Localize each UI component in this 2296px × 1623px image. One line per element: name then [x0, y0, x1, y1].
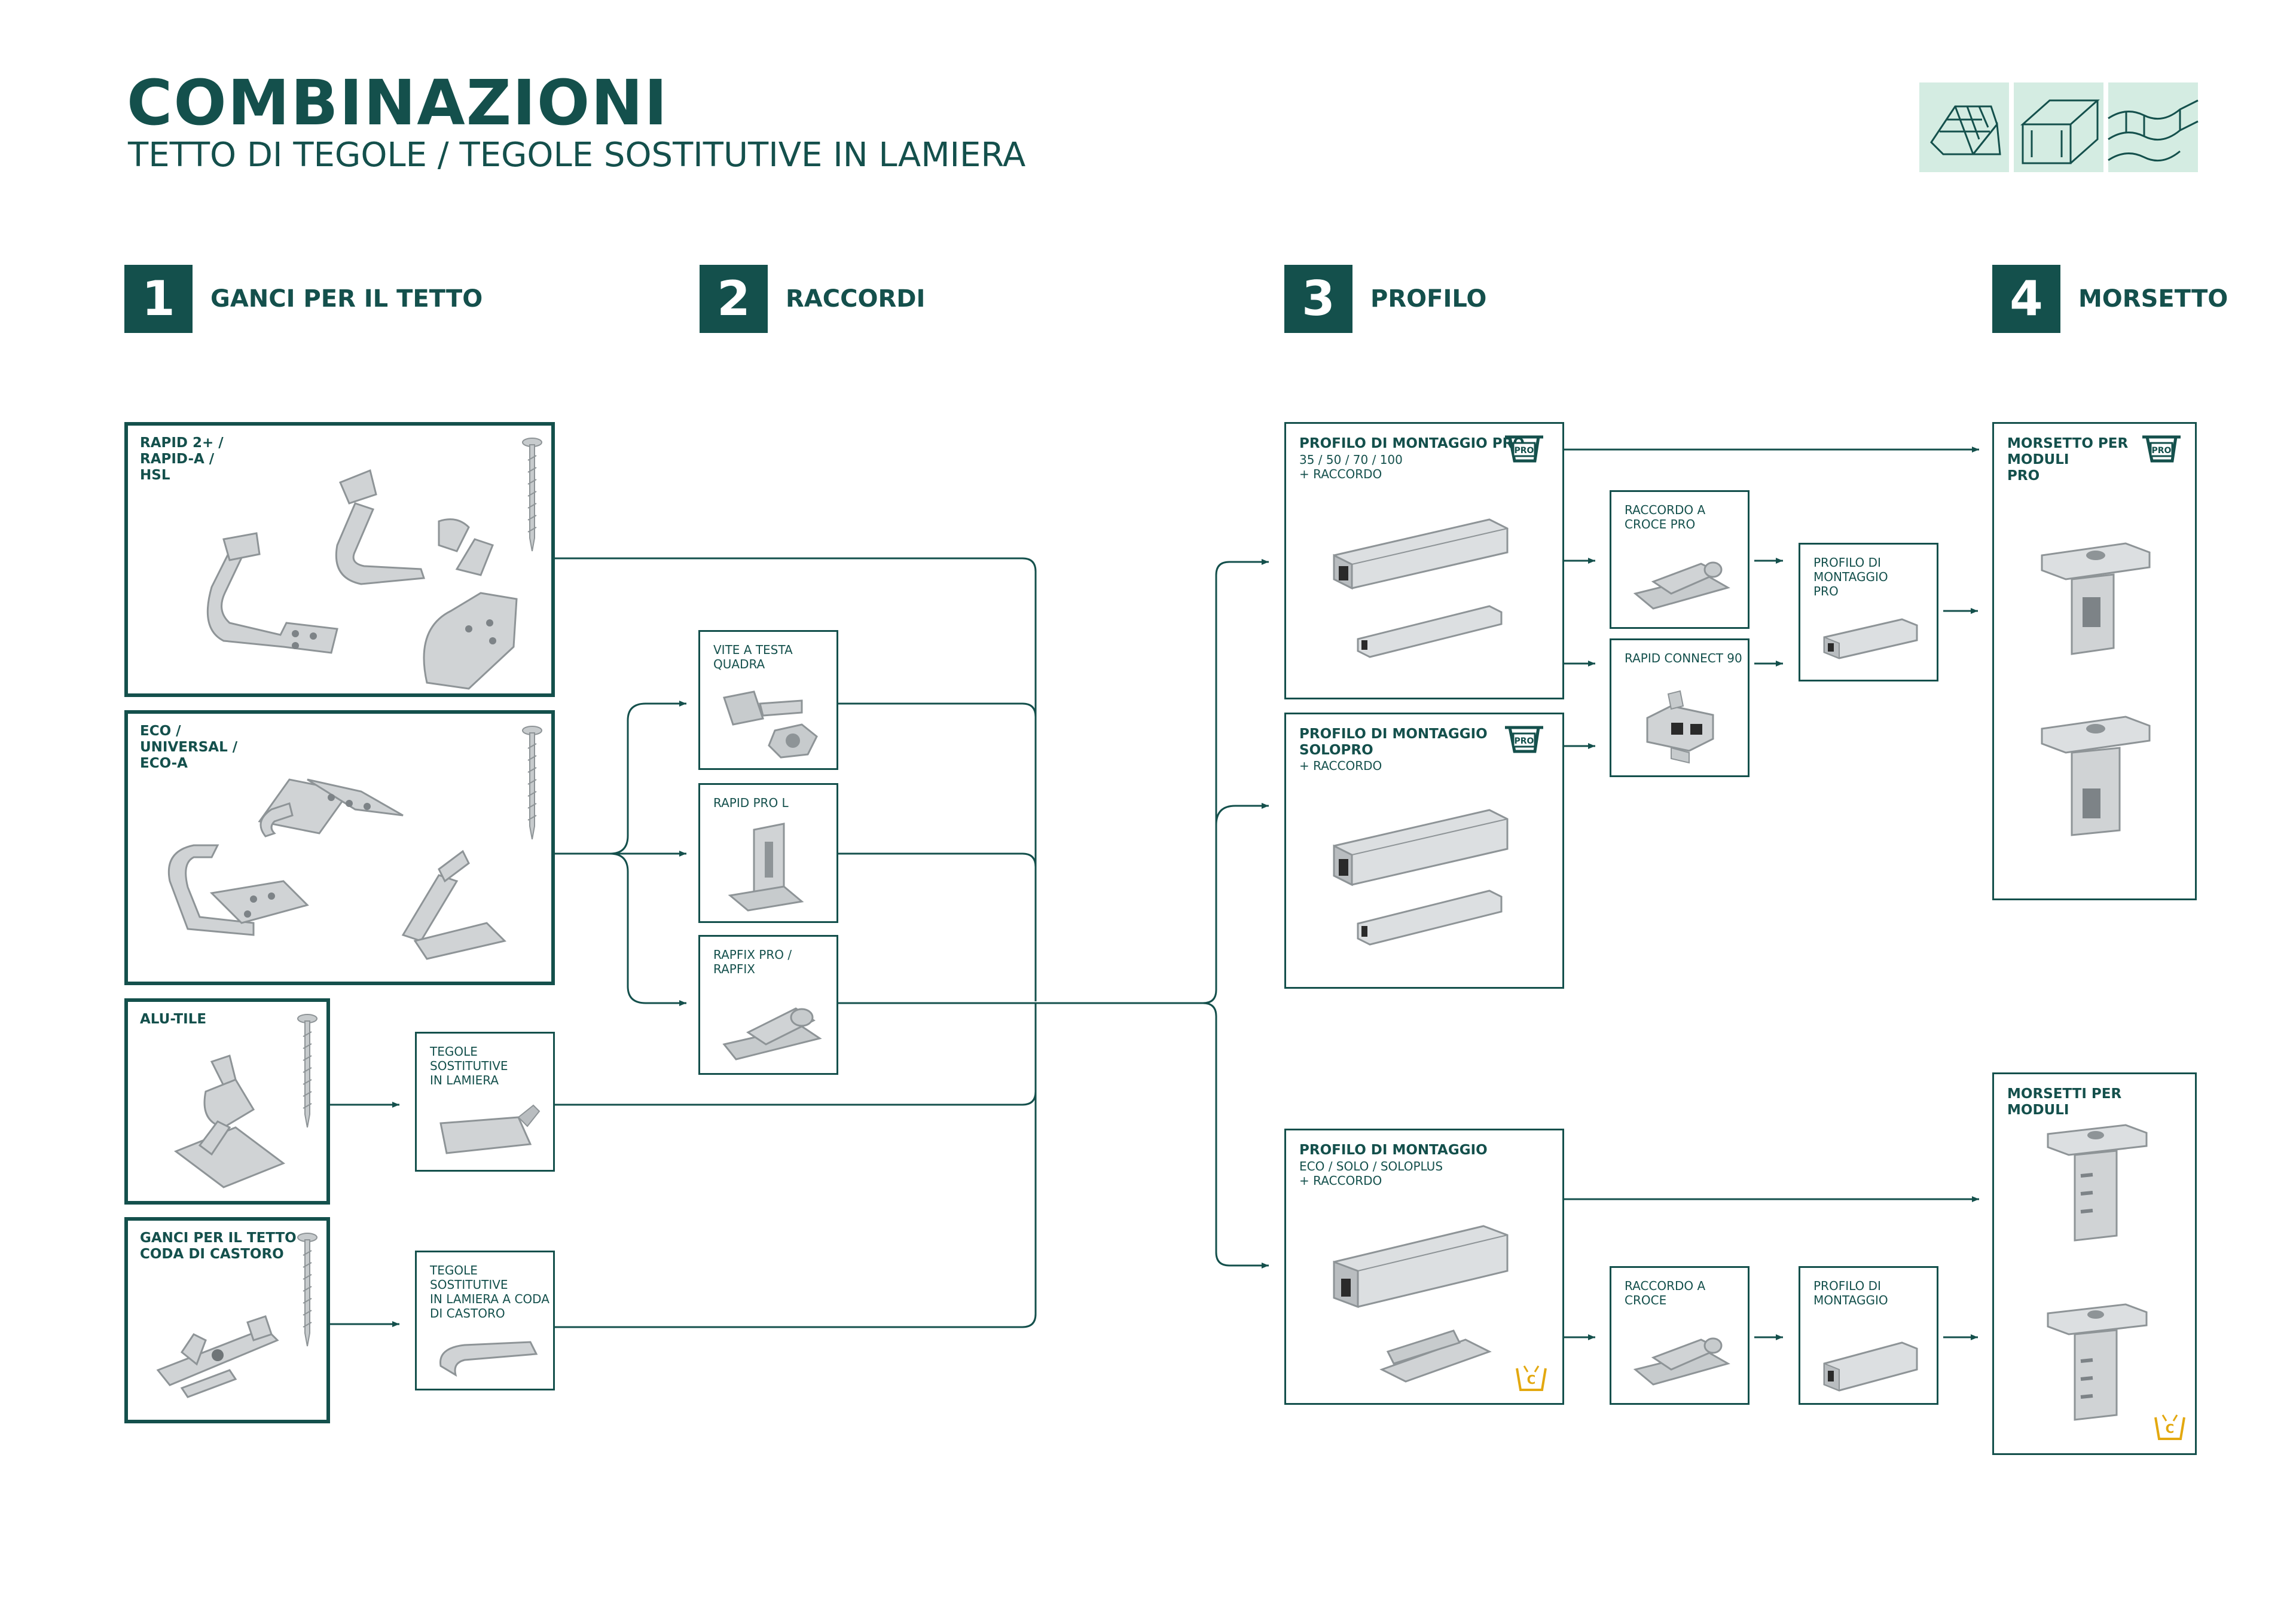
section-2-title: RACCORDI: [786, 285, 926, 313]
section-4-number: 4: [1992, 265, 2060, 333]
screw-icon: [522, 726, 542, 840]
clamp-pro-end-image: [2041, 542, 2151, 655]
c-badge-text: C: [2166, 1422, 2175, 1436]
pro-badge-icon: PRO: [1505, 435, 1543, 463]
page-subtitle: TETTO DI TEGOLE / TEGOLE SOSTITUTIVE IN …: [128, 136, 1026, 175]
cross-connector-card[interactable]: RACCORDO A CROCE: [1610, 1266, 1750, 1405]
clamp-pro-label: MORSETTO PER MODULI PRO: [2007, 436, 2129, 484]
cross-connector-label: RACCORDO A CROCE: [1625, 1279, 1706, 1307]
roof-type-icons: [1919, 82, 2199, 172]
cross-connector-pro-card[interactable]: RACCORDO A CROCE PRO: [1610, 490, 1750, 629]
roof-hook-eco-label: ECO / UNIVERSAL / ECO-A: [140, 723, 238, 771]
clamp-end-image: [2047, 1124, 2148, 1242]
clamp-pro-middle-image: [2041, 716, 2151, 836]
section-1-title: GANCI PER IL TETTO: [210, 285, 483, 313]
screw-icon: [297, 1014, 317, 1128]
cross-connector-pro-image: [1633, 561, 1730, 610]
rapfix-image: [722, 1007, 822, 1060]
mounting-profile-pro-card[interactable]: PROFILO DI MONTAGGIO PRO: [1799, 543, 1938, 681]
section-1-number: 1: [124, 265, 193, 333]
roof-hook-castor-card[interactable]: GANCI PER IL TETTO CODA DI CASTORO: [124, 1217, 330, 1423]
mounting-profile-pro-image: [1823, 618, 1918, 659]
profile-roof-icon: [2014, 82, 2103, 172]
rapid-connect-90-label: RAPID CONNECT 90: [1625, 651, 1742, 665]
c-badge-text: C: [1527, 1373, 1536, 1387]
square-screw-image: [723, 690, 818, 759]
cross-connector-pro-label: RACCORDO A CROCE PRO: [1625, 503, 1706, 531]
pro-badge-icon: PRO: [2142, 435, 2181, 463]
castor-tile-image: [439, 1341, 538, 1377]
section-3-number: 3: [1284, 265, 1352, 333]
screw-icon: [522, 438, 542, 552]
roof-hook-eco-card[interactable]: ECO / UNIVERSAL / ECO-A: [124, 710, 555, 985]
profile-solopro-label: PROFILO DI MONTAGGIO SOLOPRO: [1299, 726, 1488, 758]
profile-eco-label: PROFILO DI MONTAGGIO: [1299, 1142, 1488, 1158]
connector-rapid-pro-l-label: RAPID PRO L: [713, 796, 789, 810]
profile-eco-sub: ECO / SOLO / SOLOPLUS + RACCORDO: [1299, 1159, 1443, 1188]
roof-hook-alu-tile-card[interactable]: ALU-TILE: [124, 998, 330, 1205]
castor-tile-card[interactable]: TEGOLE SOSTITUTIVE IN LAMIERA A CODA DI …: [415, 1251, 555, 1390]
clamp-middle-image: [2047, 1303, 2148, 1421]
connector-rapfix-card[interactable]: RAPFIX PRO / RAPFIX: [698, 935, 838, 1075]
eco-hooks-image: [167, 778, 506, 960]
replacement-tile-card[interactable]: TEGOLE SOSTITUTIVE IN LAMIERA: [415, 1032, 555, 1172]
profile-eco-card[interactable]: PROFILO DI MONTAGGIO ECO / SOLO / SOLOPL…: [1284, 1129, 1564, 1405]
clamp-card[interactable]: MORSETTI PER MODULI C: [1992, 1072, 2197, 1455]
castor-tile-label: TEGOLE SOSTITUTIVE IN LAMIERA A CODA DI …: [430, 1263, 549, 1321]
profile-pro-label: PROFILO DI MONTAGGIO PRO: [1299, 436, 1525, 451]
connector-rapfix-label: RAPFIX PRO / RAPFIX: [713, 947, 792, 976]
profile-eco-image: [1333, 1225, 1509, 1383]
c-badge-icon: C: [1516, 1365, 1547, 1391]
rapid-connect-90-image: [1646, 690, 1714, 764]
section-2-number: 2: [700, 265, 768, 333]
metal-tile-image: [439, 1104, 541, 1154]
connector-square-screw-card[interactable]: VITE A TESTA QUADRA: [698, 630, 838, 770]
alu-tile-hook-image: [173, 1055, 286, 1188]
roof-hook-alu-tile-label: ALU-TILE: [140, 1011, 207, 1027]
section-4-title: MORSETTO: [2078, 285, 2228, 313]
rapid-pro-l-image: [728, 823, 804, 912]
profile-solopro-card[interactable]: PROFILO DI MONTAGGIO SOLOPRO + RACCORDO …: [1284, 713, 1564, 989]
roof-hook-rapid-card[interactable]: RAPID 2+ / RAPID-A / HSL: [124, 422, 555, 697]
section-3-title: PROFILO: [1370, 285, 1487, 313]
connector-square-screw-label: VITE A TESTA QUADRA: [713, 643, 793, 671]
metal-roof-icon: [2108, 82, 2199, 172]
roof-hook-castor-label: GANCI PER IL TETTO CODA DI CASTORO: [140, 1230, 297, 1262]
profile-pro-sub: 35 / 50 / 70 / 100 + RACCORDO: [1299, 453, 1403, 481]
replacement-tile-label: TEGOLE SOSTITUTIVE IN LAMIERA: [430, 1044, 508, 1087]
profile-solopro-sub: + RACCORDO: [1299, 759, 1382, 773]
mounting-profile-card[interactable]: PROFILO DI MONTAGGIO: [1799, 1266, 1938, 1405]
page-title: COMBINAZIONI: [127, 66, 668, 139]
clamp-label: MORSETTI PER MODULI: [2007, 1086, 2122, 1118]
pro-badge-icon: PRO: [1505, 726, 1543, 753]
profile-pro-card[interactable]: PROFILO DI MONTAGGIO PRO 35 / 50 / 70 / …: [1284, 422, 1564, 699]
connector-rapid-pro-l-card[interactable]: RAPID PRO L: [698, 783, 838, 923]
pro-badge-text: PRO: [2152, 446, 2172, 456]
profile-solopro-image: [1333, 809, 1509, 946]
cross-connector-image: [1633, 1337, 1730, 1386]
mounting-profile-image: [1823, 1341, 1918, 1392]
pro-badge-text: PRO: [1515, 446, 1534, 456]
pro-badge-text: PRO: [1515, 736, 1534, 746]
rapid-hooks-image: [206, 469, 518, 690]
roof-hook-rapid-label: RAPID 2+ / RAPID-A / HSL: [140, 435, 224, 483]
mounting-profile-label: PROFILO DI MONTAGGIO: [1813, 1279, 1888, 1307]
c-badge-icon: C: [2154, 1414, 2185, 1440]
rapid-connect-90-card[interactable]: RAPID CONNECT 90: [1610, 638, 1750, 777]
screw-icon: [297, 1233, 317, 1347]
profile-pro-image: [1333, 518, 1509, 658]
clamp-pro-card[interactable]: MORSETTO PER MODULI PRO PRO: [1992, 422, 2197, 900]
mounting-profile-pro-label: PROFILO DI MONTAGGIO PRO: [1813, 555, 1888, 598]
tile-roof-icon: [1919, 82, 2009, 172]
castor-hook-image: [156, 1315, 279, 1398]
